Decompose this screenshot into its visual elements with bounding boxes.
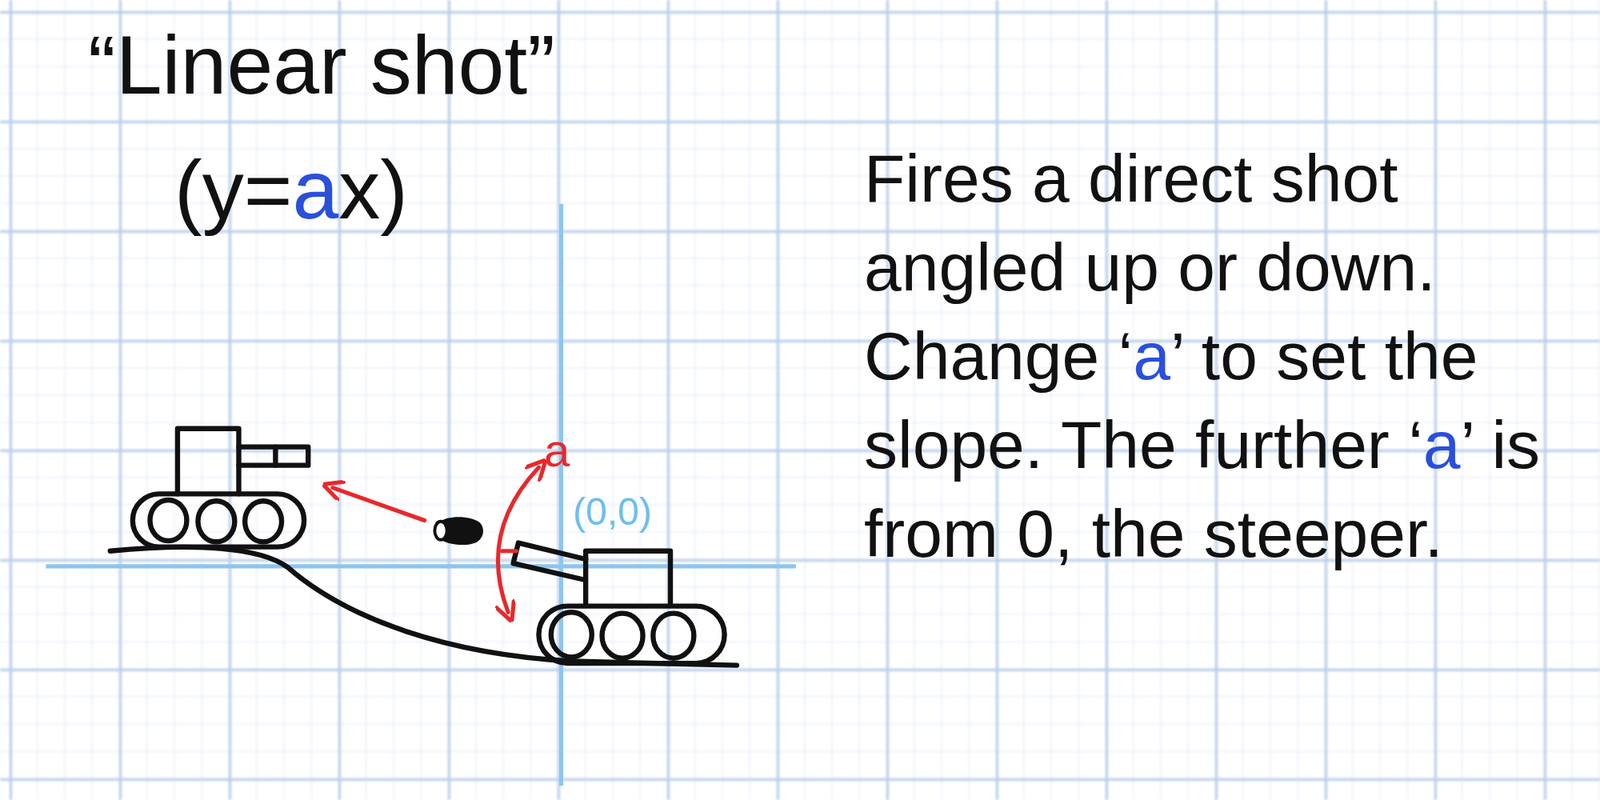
text-run: (0,0) xyxy=(572,490,652,533)
highlight-letter: a xyxy=(1423,407,1461,483)
right-tank xyxy=(513,543,725,664)
text-run: a xyxy=(544,424,570,476)
shell xyxy=(434,516,484,545)
left-tank xyxy=(132,428,308,548)
highlight-letter: a xyxy=(292,143,339,236)
text-run: x) xyxy=(338,143,408,236)
trajectory-arrow xyxy=(332,488,425,521)
text-run: (y= xyxy=(174,143,292,236)
aim-tick xyxy=(502,548,517,553)
origin-label: (0,0) xyxy=(572,489,652,534)
text-run: “Linear shot” xyxy=(88,18,556,112)
y-axis xyxy=(559,204,564,786)
equation-label: (y=ax) xyxy=(174,142,408,239)
title: “Linear shot” xyxy=(88,17,556,114)
x-axis xyxy=(45,564,796,568)
ground-line xyxy=(110,547,737,666)
highlight-letter: a xyxy=(1132,318,1171,394)
angle-arrow xyxy=(497,467,539,612)
description-text: Fires a direct shot angled up or down. C… xyxy=(864,134,1568,578)
angle-label: a xyxy=(544,424,570,478)
